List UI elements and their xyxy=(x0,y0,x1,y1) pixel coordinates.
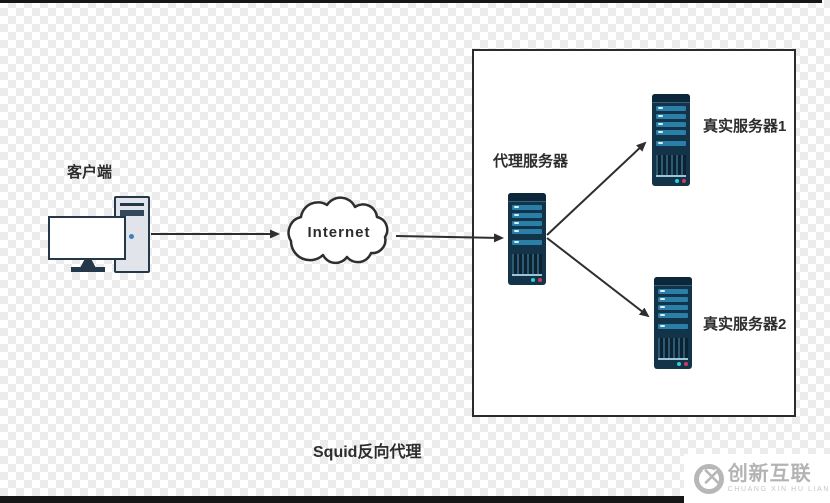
arrow-proxy-to-server1 xyxy=(546,141,647,236)
status-led-cyan-icon xyxy=(531,277,535,282)
bottom-edge-bar xyxy=(0,496,684,503)
top-edge-bar xyxy=(0,0,822,3)
server-drive-bars xyxy=(656,106,686,149)
logo-ring xyxy=(694,463,724,494)
arrow-proxy-to-server2 xyxy=(546,237,650,318)
watermark-brand: 创新互联 xyxy=(727,463,812,485)
diagram-title: Squid反向代理 xyxy=(313,444,422,461)
status-led-red-icon xyxy=(684,361,688,366)
drive-slot-icon xyxy=(120,203,144,206)
client-label: 客户端 xyxy=(67,164,113,181)
server-cap xyxy=(654,277,692,286)
status-led-red-icon xyxy=(538,277,542,282)
monitor-base-icon xyxy=(71,267,105,272)
server-cap xyxy=(508,193,546,202)
server-status-row xyxy=(658,358,688,367)
status-led-red-icon xyxy=(682,178,686,183)
watermark-romanized: CHUANG XIN HU LIAN xyxy=(727,486,830,493)
server-status-row xyxy=(512,274,542,283)
proxy-server-icon xyxy=(508,193,546,285)
internet-cloud-icon: Internet xyxy=(281,193,397,277)
server-vent-grille xyxy=(656,155,686,176)
real-server1-label: 真实服务器1 xyxy=(703,118,787,135)
real-server1-icon xyxy=(652,94,690,186)
watermark: ✕ 创新互联 CHUANG XIN HU LIAN xyxy=(684,454,830,503)
server-drive-bars xyxy=(658,289,688,332)
cloud-shape xyxy=(287,196,389,265)
monitor-icon xyxy=(48,216,126,260)
monitor-stand-icon xyxy=(80,259,96,268)
server-cap xyxy=(652,94,690,103)
arrow-internet-to-proxy xyxy=(395,233,504,243)
status-led-cyan-icon xyxy=(677,361,681,366)
server-vent-grille xyxy=(512,254,542,275)
real-server2-icon xyxy=(654,277,692,369)
internet-label: Internet xyxy=(307,224,371,241)
status-led-cyan-icon xyxy=(675,178,679,183)
server-vent-grille xyxy=(658,338,688,359)
power-led-icon xyxy=(129,234,134,239)
drive-bay-icon xyxy=(120,210,144,216)
real-server2-label: 真实服务器2 xyxy=(703,316,787,333)
server-status-row xyxy=(656,175,686,184)
logo-x: ✕ xyxy=(701,461,723,492)
cx-logo-icon: ✕ xyxy=(694,461,724,494)
proxy-server-label: 代理服务器 xyxy=(493,153,569,170)
server-drive-bars xyxy=(512,205,542,248)
